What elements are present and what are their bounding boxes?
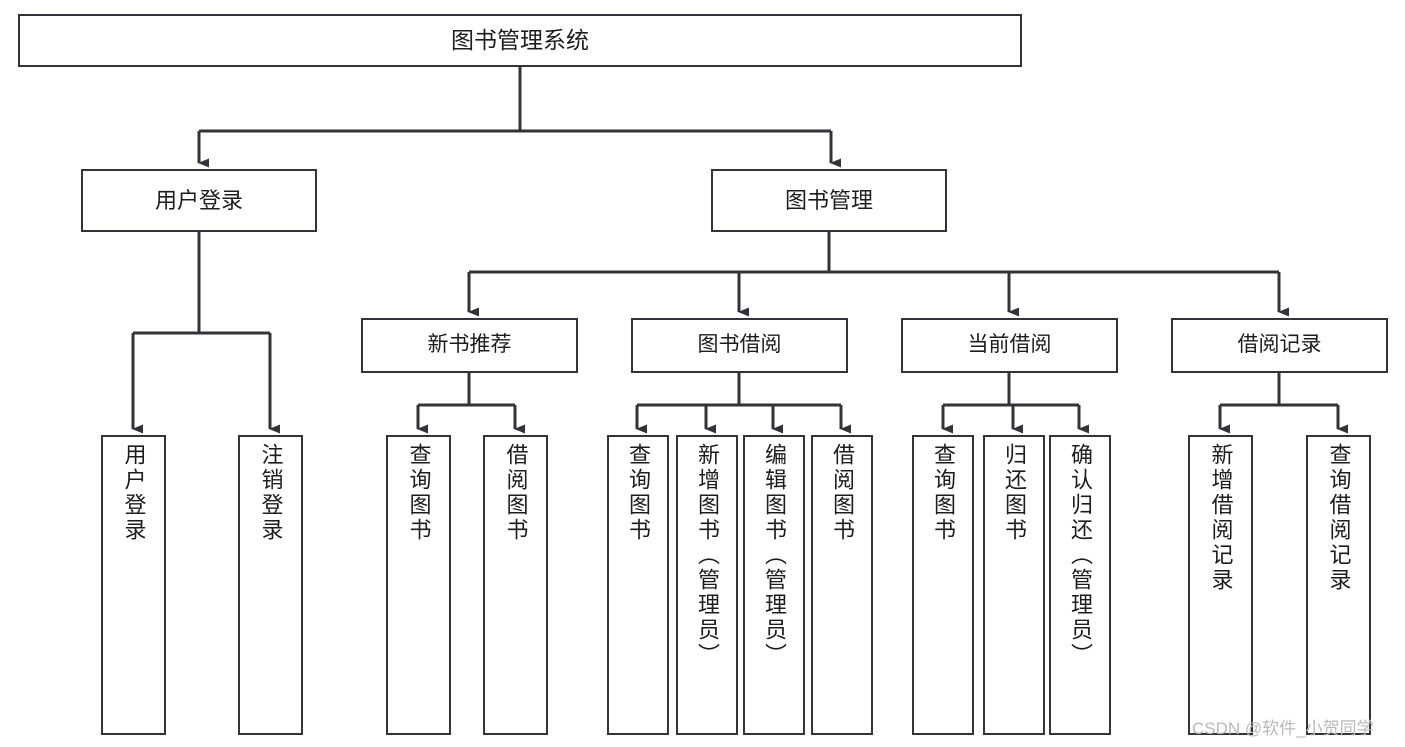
node-leaf-return-book[interactable]: 归还图书 — [983, 435, 1045, 735]
node-book-manage[interactable]: 图书管理 — [711, 169, 947, 232]
node-leaf-query-record-label: 查询借阅记录 — [1326, 443, 1352, 593]
node-leaf-borrow-book-1-label: 借阅图书 — [503, 443, 529, 543]
node-leaf-query-record[interactable]: 查询借阅记录 — [1306, 435, 1371, 735]
node-root-label: 图书管理系统 — [451, 27, 589, 54]
node-borrow-record-label: 借阅记录 — [1237, 333, 1322, 357]
node-leaf-query-book-3-label: 查询图书 — [931, 443, 956, 543]
node-leaf-user-logout-label: 注销登录 — [258, 443, 284, 543]
node-leaf-query-book-1[interactable]: 查询图书 — [386, 435, 451, 735]
node-leaf-user-logout[interactable]: 注销登录 — [238, 435, 303, 735]
node-leaf-add-book-label: 新增图书（管理员） — [695, 443, 720, 668]
node-leaf-edit-book-label: 编辑图书（管理员） — [762, 443, 787, 668]
node-leaf-confirm-return[interactable]: 确认归还（管理员） — [1049, 435, 1111, 735]
node-book-borrow-label: 图书借阅 — [697, 333, 782, 357]
node-leaf-borrow-book-1[interactable]: 借阅图书 — [483, 435, 548, 735]
node-leaf-confirm-return-label: 确认归还（管理员） — [1068, 443, 1093, 668]
node-leaf-add-record[interactable]: 新增借阅记录 — [1188, 435, 1253, 735]
node-current-borrow-label: 当前借阅 — [967, 333, 1052, 357]
node-user-login[interactable]: 用户登录 — [81, 169, 317, 232]
node-new-book-rec[interactable]: 新书推荐 — [361, 318, 578, 373]
watermark-text: CSDN @软件_小贺同学 — [1192, 719, 1374, 738]
node-current-borrow[interactable]: 当前借阅 — [901, 318, 1118, 373]
node-leaf-borrow-book-2-label: 借阅图书 — [830, 443, 855, 543]
node-leaf-return-book-label: 归还图书 — [1002, 443, 1027, 543]
node-leaf-query-book-2-label: 查询图书 — [626, 443, 651, 543]
node-leaf-query-book-2[interactable]: 查询图书 — [607, 435, 669, 735]
node-leaf-user-login-label: 用户登录 — [121, 443, 147, 543]
node-leaf-query-book-3[interactable]: 查询图书 — [912, 435, 974, 735]
node-book-borrow[interactable]: 图书借阅 — [631, 318, 848, 373]
node-root[interactable]: 图书管理系统 — [18, 14, 1022, 67]
node-new-book-rec-label: 新书推荐 — [427, 333, 512, 357]
node-leaf-query-book-1-label: 查询图书 — [406, 443, 432, 543]
node-book-manage-label: 图书管理 — [784, 187, 873, 213]
node-leaf-add-record-label: 新增借阅记录 — [1208, 443, 1234, 593]
node-leaf-add-book[interactable]: 新增图书（管理员） — [676, 435, 738, 735]
node-leaf-user-login[interactable]: 用户登录 — [101, 435, 166, 735]
node-leaf-edit-book[interactable]: 编辑图书（管理员） — [743, 435, 805, 735]
node-borrow-record[interactable]: 借阅记录 — [1171, 318, 1388, 373]
node-leaf-borrow-book-2[interactable]: 借阅图书 — [811, 435, 873, 735]
node-user-login-label: 用户登录 — [154, 187, 243, 213]
